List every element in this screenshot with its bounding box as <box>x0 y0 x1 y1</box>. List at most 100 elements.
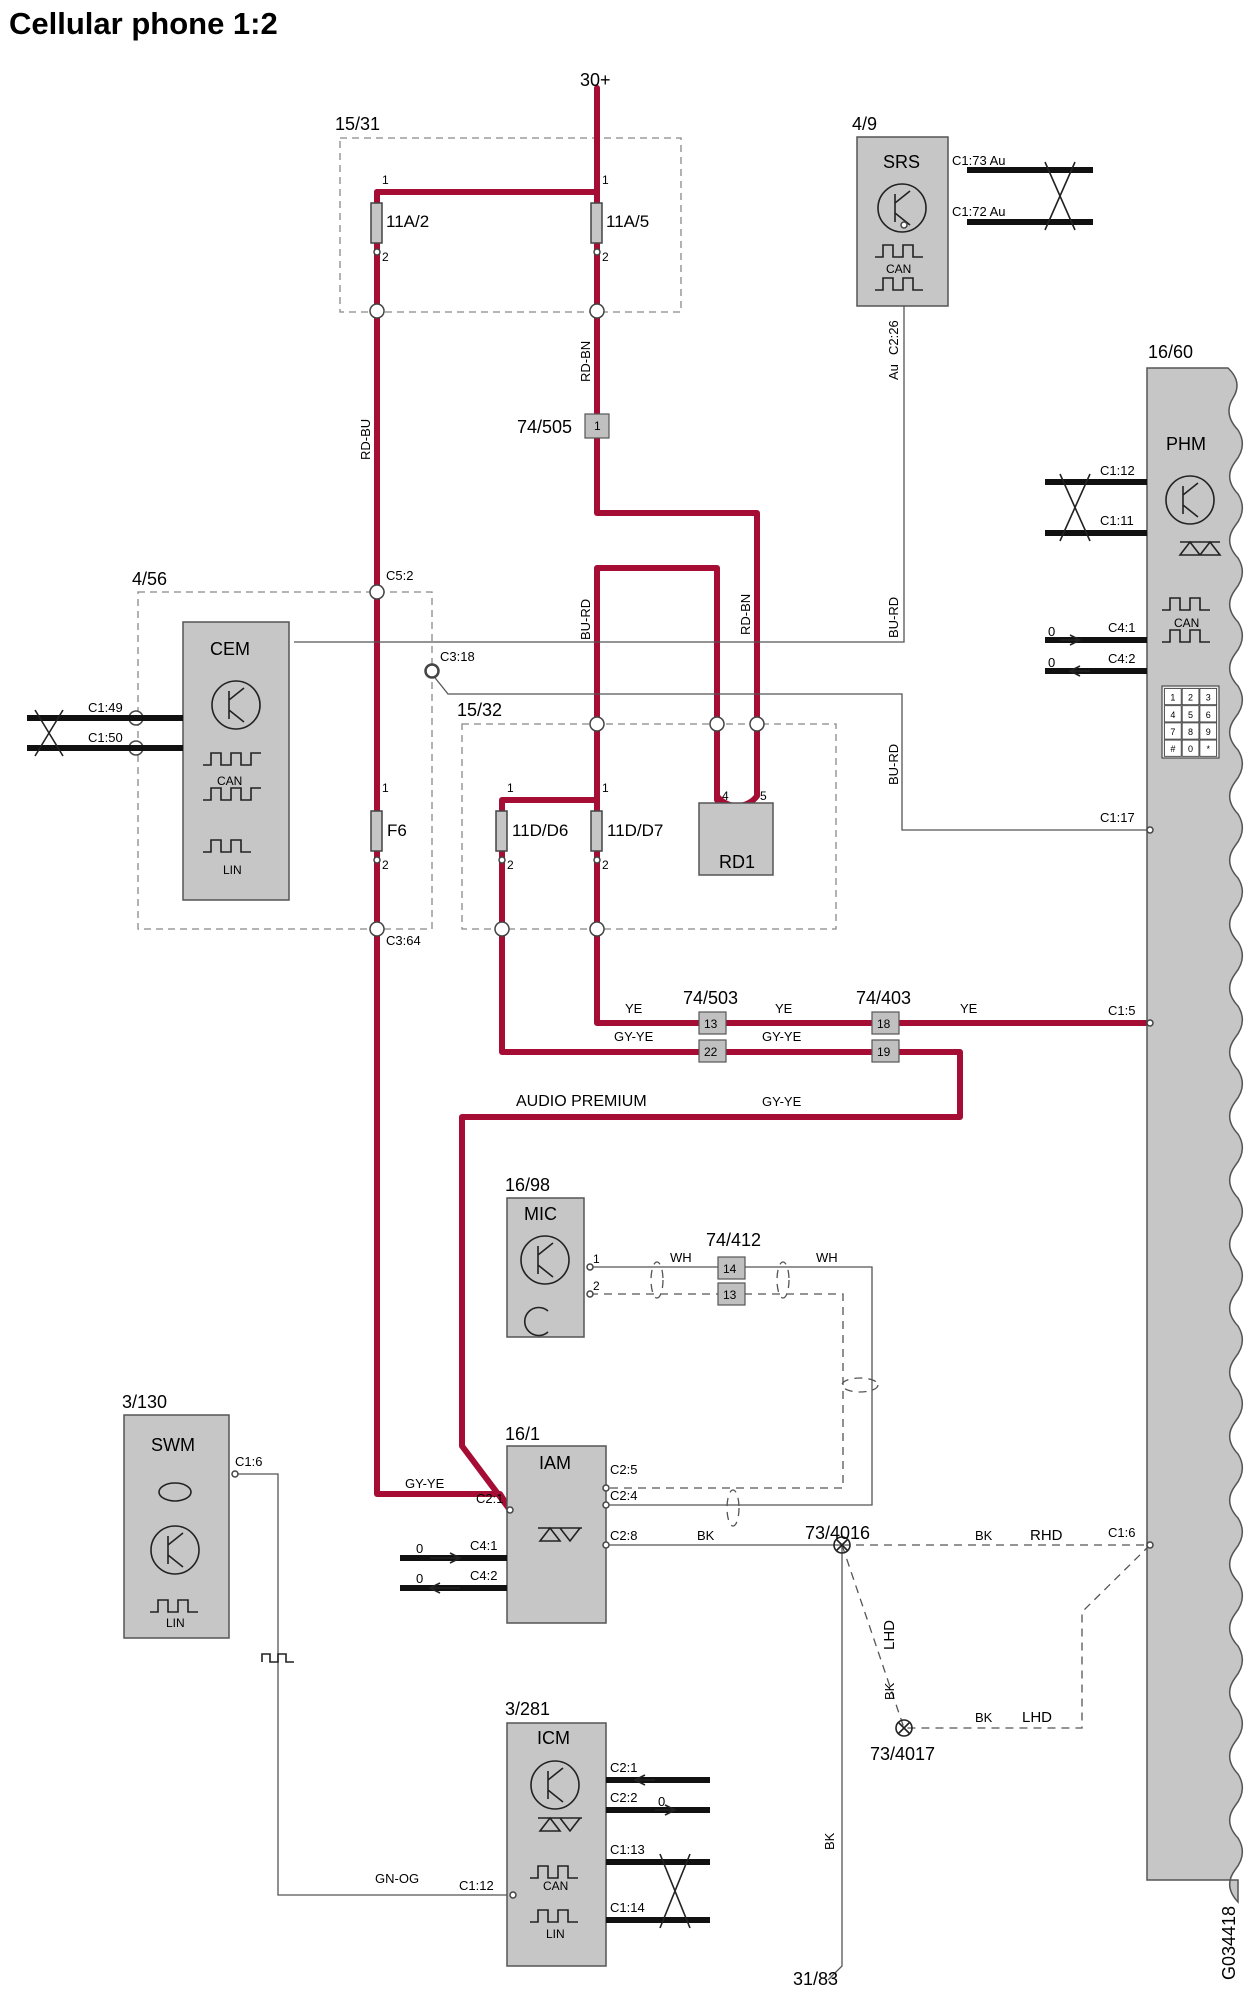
bus-waveform-icons <box>150 244 1210 1923</box>
svg-text:1: 1 <box>382 781 389 795</box>
svg-text:16/98: 16/98 <box>505 1175 550 1195</box>
svg-text:74/503: 74/503 <box>683 988 738 1008</box>
svg-text:74/403: 74/403 <box>856 988 911 1008</box>
svg-text:C2:1: C2:1 <box>610 1760 637 1775</box>
svg-text:RD-BN: RD-BN <box>578 341 593 382</box>
svg-text:CAN: CAN <box>886 262 911 276</box>
svg-text:G034418: G034418 <box>1219 1906 1239 1980</box>
svg-text:BU-RD: BU-RD <box>578 599 593 640</box>
connectors <box>584 413 900 1306</box>
svg-text:AUDIO PREMIUM: AUDIO PREMIUM <box>516 1093 647 1110</box>
svg-text:RHD: RHD <box>1030 1527 1063 1544</box>
svg-text:15/31: 15/31 <box>335 114 380 134</box>
svg-text:LHD: LHD <box>1022 1709 1052 1726</box>
rd1-module <box>698 802 774 876</box>
svg-text:C2:5: C2:5 <box>610 1462 637 1477</box>
cem-box <box>137 591 433 930</box>
svg-text:C1:12: C1:12 <box>1100 463 1135 478</box>
svg-text:22: 22 <box>704 1045 718 1059</box>
labels: 30+ 15/31 4/9 16/60 74/505 4/56 15/32 74… <box>88 70 1239 1989</box>
keypad-key: 4 <box>1170 710 1175 720</box>
svg-text:2: 2 <box>593 1279 600 1293</box>
svg-text:YE: YE <box>775 1001 793 1016</box>
svg-text:C2:26: C2:26 <box>886 320 901 355</box>
svg-text:1: 1 <box>593 1252 600 1266</box>
svg-text:GY-YE: GY-YE <box>405 1476 445 1491</box>
svg-text:31/83: 31/83 <box>793 1969 838 1989</box>
svg-text:0: 0 <box>1048 624 1055 639</box>
svg-text:RD-BU: RD-BU <box>358 419 373 460</box>
keypad-key: 3 <box>1206 693 1211 703</box>
svg-text:C3:18: C3:18 <box>440 649 475 664</box>
svg-text:C4:2: C4:2 <box>470 1568 497 1583</box>
page-title: Cellular phone 1:2 <box>9 6 278 41</box>
svg-text:16/60: 16/60 <box>1148 342 1193 362</box>
svg-text:14: 14 <box>723 1262 737 1276</box>
fuse-box-15-31 <box>339 137 682 313</box>
svg-text:CEM: CEM <box>210 639 250 659</box>
svg-text:C4:1: C4:1 <box>1108 620 1135 635</box>
svg-text:RD-BN: RD-BN <box>738 594 753 635</box>
svg-text:C1:14: C1:14 <box>610 1900 645 1915</box>
svg-text:BU-RD: BU-RD <box>886 597 901 638</box>
svg-text:C2:1: C2:1 <box>476 1491 503 1506</box>
svg-text:RD1: RD1 <box>719 852 755 872</box>
svg-text:2: 2 <box>507 858 514 872</box>
svg-text:4/56: 4/56 <box>132 569 167 589</box>
svg-text:C1:6: C1:6 <box>235 1454 262 1469</box>
svg-text:1: 1 <box>594 419 601 433</box>
svg-text:0: 0 <box>416 1541 423 1556</box>
svg-text:3/281: 3/281 <box>505 1699 550 1719</box>
svg-text:11A/2: 11A/2 <box>386 212 429 231</box>
svg-text:YE: YE <box>625 1001 643 1016</box>
svg-text:11A/5: 11A/5 <box>606 212 649 231</box>
svg-text:13: 13 <box>723 1288 737 1302</box>
svg-text:C5:2: C5:2 <box>386 568 413 583</box>
svg-text:0: 0 <box>1048 655 1055 670</box>
svg-text:5: 5 <box>760 789 767 803</box>
svg-text:GY-YE: GY-YE <box>762 1094 802 1109</box>
svg-text:4: 4 <box>722 789 729 803</box>
svg-text:1: 1 <box>602 173 609 187</box>
pin-terminals <box>231 221 1154 1899</box>
svg-text:LIN: LIN <box>546 1927 565 1941</box>
svg-text:GY-YE: GY-YE <box>614 1029 654 1044</box>
connector-74-505 <box>584 413 610 439</box>
svg-text:CAN: CAN <box>543 1879 568 1893</box>
svg-text:IAM: IAM <box>539 1453 571 1473</box>
svg-text:73/4016: 73/4016 <box>805 1523 870 1543</box>
keypad-key: * <box>1206 744 1210 754</box>
svg-text:C1:73 Au: C1:73 Au <box>952 153 1006 168</box>
signal-wiring <box>235 225 1152 1981</box>
keypad-key: 0 <box>1188 744 1193 754</box>
svg-text:SRS: SRS <box>883 152 920 172</box>
svg-text:2: 2 <box>602 250 609 264</box>
keypad-key: 2 <box>1188 693 1193 703</box>
svg-text:YE: YE <box>960 1001 978 1016</box>
svg-text:ICM: ICM <box>537 1728 570 1748</box>
svg-text:LIN: LIN <box>166 1616 185 1630</box>
svg-text:Au: Au <box>886 364 901 380</box>
fuses <box>370 202 603 864</box>
svg-text:C4:1: C4:1 <box>470 1538 497 1553</box>
svg-text:0: 0 <box>416 1571 423 1586</box>
svg-text:19: 19 <box>877 1045 891 1059</box>
svg-text:11D/D6: 11D/D6 <box>512 821 568 840</box>
transistor-icons <box>150 183 1215 1810</box>
svg-text:C1:6: C1:6 <box>1108 1525 1135 1540</box>
svg-text:C1:50: C1:50 <box>88 730 123 745</box>
svg-text:C4:2: C4:2 <box>1108 651 1135 666</box>
svg-text:15/32: 15/32 <box>457 700 502 720</box>
svg-text:LIN: LIN <box>223 863 242 877</box>
icm-module <box>506 1722 607 1967</box>
svg-text:4/9: 4/9 <box>852 114 877 134</box>
svg-text:WH: WH <box>670 1250 692 1265</box>
keypad-key: 7 <box>1170 727 1175 737</box>
svg-text:MIC: MIC <box>524 1204 557 1224</box>
bus-wiring <box>27 161 1147 1929</box>
svg-text:C2:2: C2:2 <box>610 1790 637 1805</box>
svg-text:1: 1 <box>602 781 609 795</box>
mic-module <box>506 1197 585 1338</box>
svg-text:30+: 30+ <box>580 70 611 90</box>
